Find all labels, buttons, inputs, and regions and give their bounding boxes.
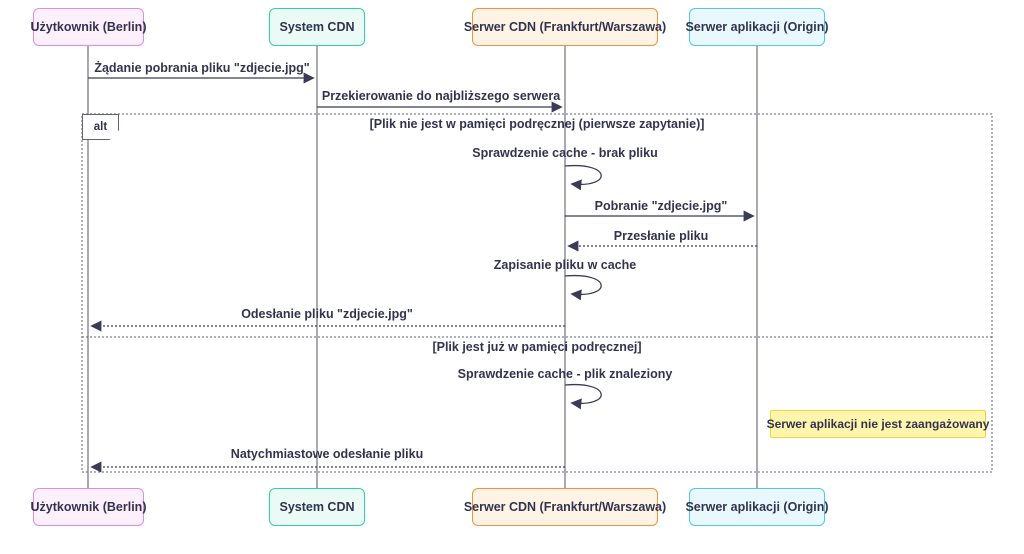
- message-label-fetch-origin: Pobranie "zdjecie.jpg": [594, 199, 728, 213]
- message-label-send-file: Przesłanie pliku: [613, 229, 709, 243]
- actor-label: System CDN: [279, 500, 355, 514]
- selfloop-cache-store: [564, 274, 602, 301]
- actor-label: Serwer aplikacji (Origin): [685, 20, 829, 34]
- actor-origin-top: Serwer aplikacji (Origin): [685, 8, 829, 46]
- message-label-cache-miss: Sprawdzenie cache - brak pliku: [472, 146, 658, 160]
- actor-label: Użytkownik (Berlin): [30, 20, 147, 34]
- actor-user-bottom: Użytkownik (Berlin): [30, 488, 147, 526]
- selfloop-cache-hit: [564, 383, 602, 410]
- actor-label: Serwer CDN (Frankfurt/Warszawa): [463, 20, 667, 34]
- alt-operator-label: alt: [82, 114, 119, 140]
- actor-label: Serwer CDN (Frankfurt/Warszawa): [463, 500, 667, 514]
- actor-cdn-system-bottom: System CDN: [269, 488, 365, 526]
- actor-label: Serwer aplikacji (Origin): [685, 500, 829, 514]
- actor-cdn-server-top: Serwer CDN (Frankfurt/Warszawa): [464, 8, 666, 46]
- message-label-cache-hit: Sprawdzenie cache - plik znaleziony: [457, 367, 673, 381]
- message-label-redirect: Przekierowanie do najbliższego serwera: [321, 89, 561, 103]
- actor-label: Użytkownik (Berlin): [30, 500, 147, 514]
- actor-label: System CDN: [279, 20, 355, 34]
- alt-condition-else: [Plik jest już w pamięci podręcznej]: [432, 340, 642, 354]
- note-origin-not-involved: Serwer aplikacji nie jest zaangażowany: [767, 410, 989, 438]
- message-label-request-file: Żądanie pobrania pliku "zdjecie.jpg": [94, 61, 310, 75]
- message-label-cache-store: Zapisanie pliku w cache: [493, 258, 637, 272]
- actor-cdn-server-bottom: Serwer CDN (Frankfurt/Warszawa): [464, 488, 666, 526]
- actor-user-top: Użytkownik (Berlin): [30, 8, 147, 46]
- selfloop-cache-miss: [564, 164, 602, 191]
- message-label-return-file: Odesłanie pliku "zdjecie.jpg": [241, 307, 413, 321]
- message-label-instant-return: Natychmiastowe odesłanie pliku: [230, 447, 424, 461]
- alt-condition-if: [Plik nie jest w pamięci podręcznej (pie…: [369, 117, 705, 131]
- actor-cdn-system-top: System CDN: [269, 8, 365, 46]
- actor-origin-bottom: Serwer aplikacji (Origin): [685, 488, 829, 526]
- alt-fragment-frame: [81, 113, 993, 473]
